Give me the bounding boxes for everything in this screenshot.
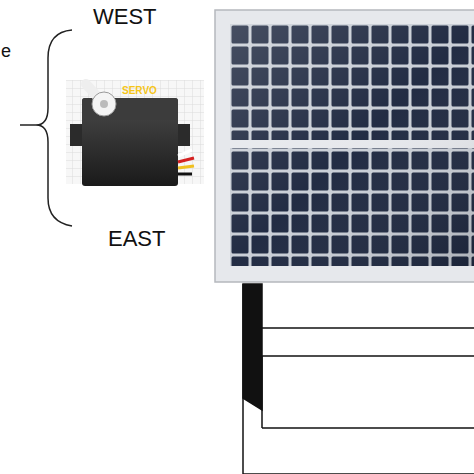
stand: [243, 284, 474, 474]
direction-label: EAST: [108, 228, 165, 250]
cut-label: e: [1, 42, 11, 60]
direction-label: WEST: [93, 6, 157, 28]
leader-line: [20, 124, 36, 126]
servo-label: SERVO: [122, 86, 157, 96]
servo-icon: [66, 80, 204, 186]
solar-panel: [215, 10, 474, 282]
